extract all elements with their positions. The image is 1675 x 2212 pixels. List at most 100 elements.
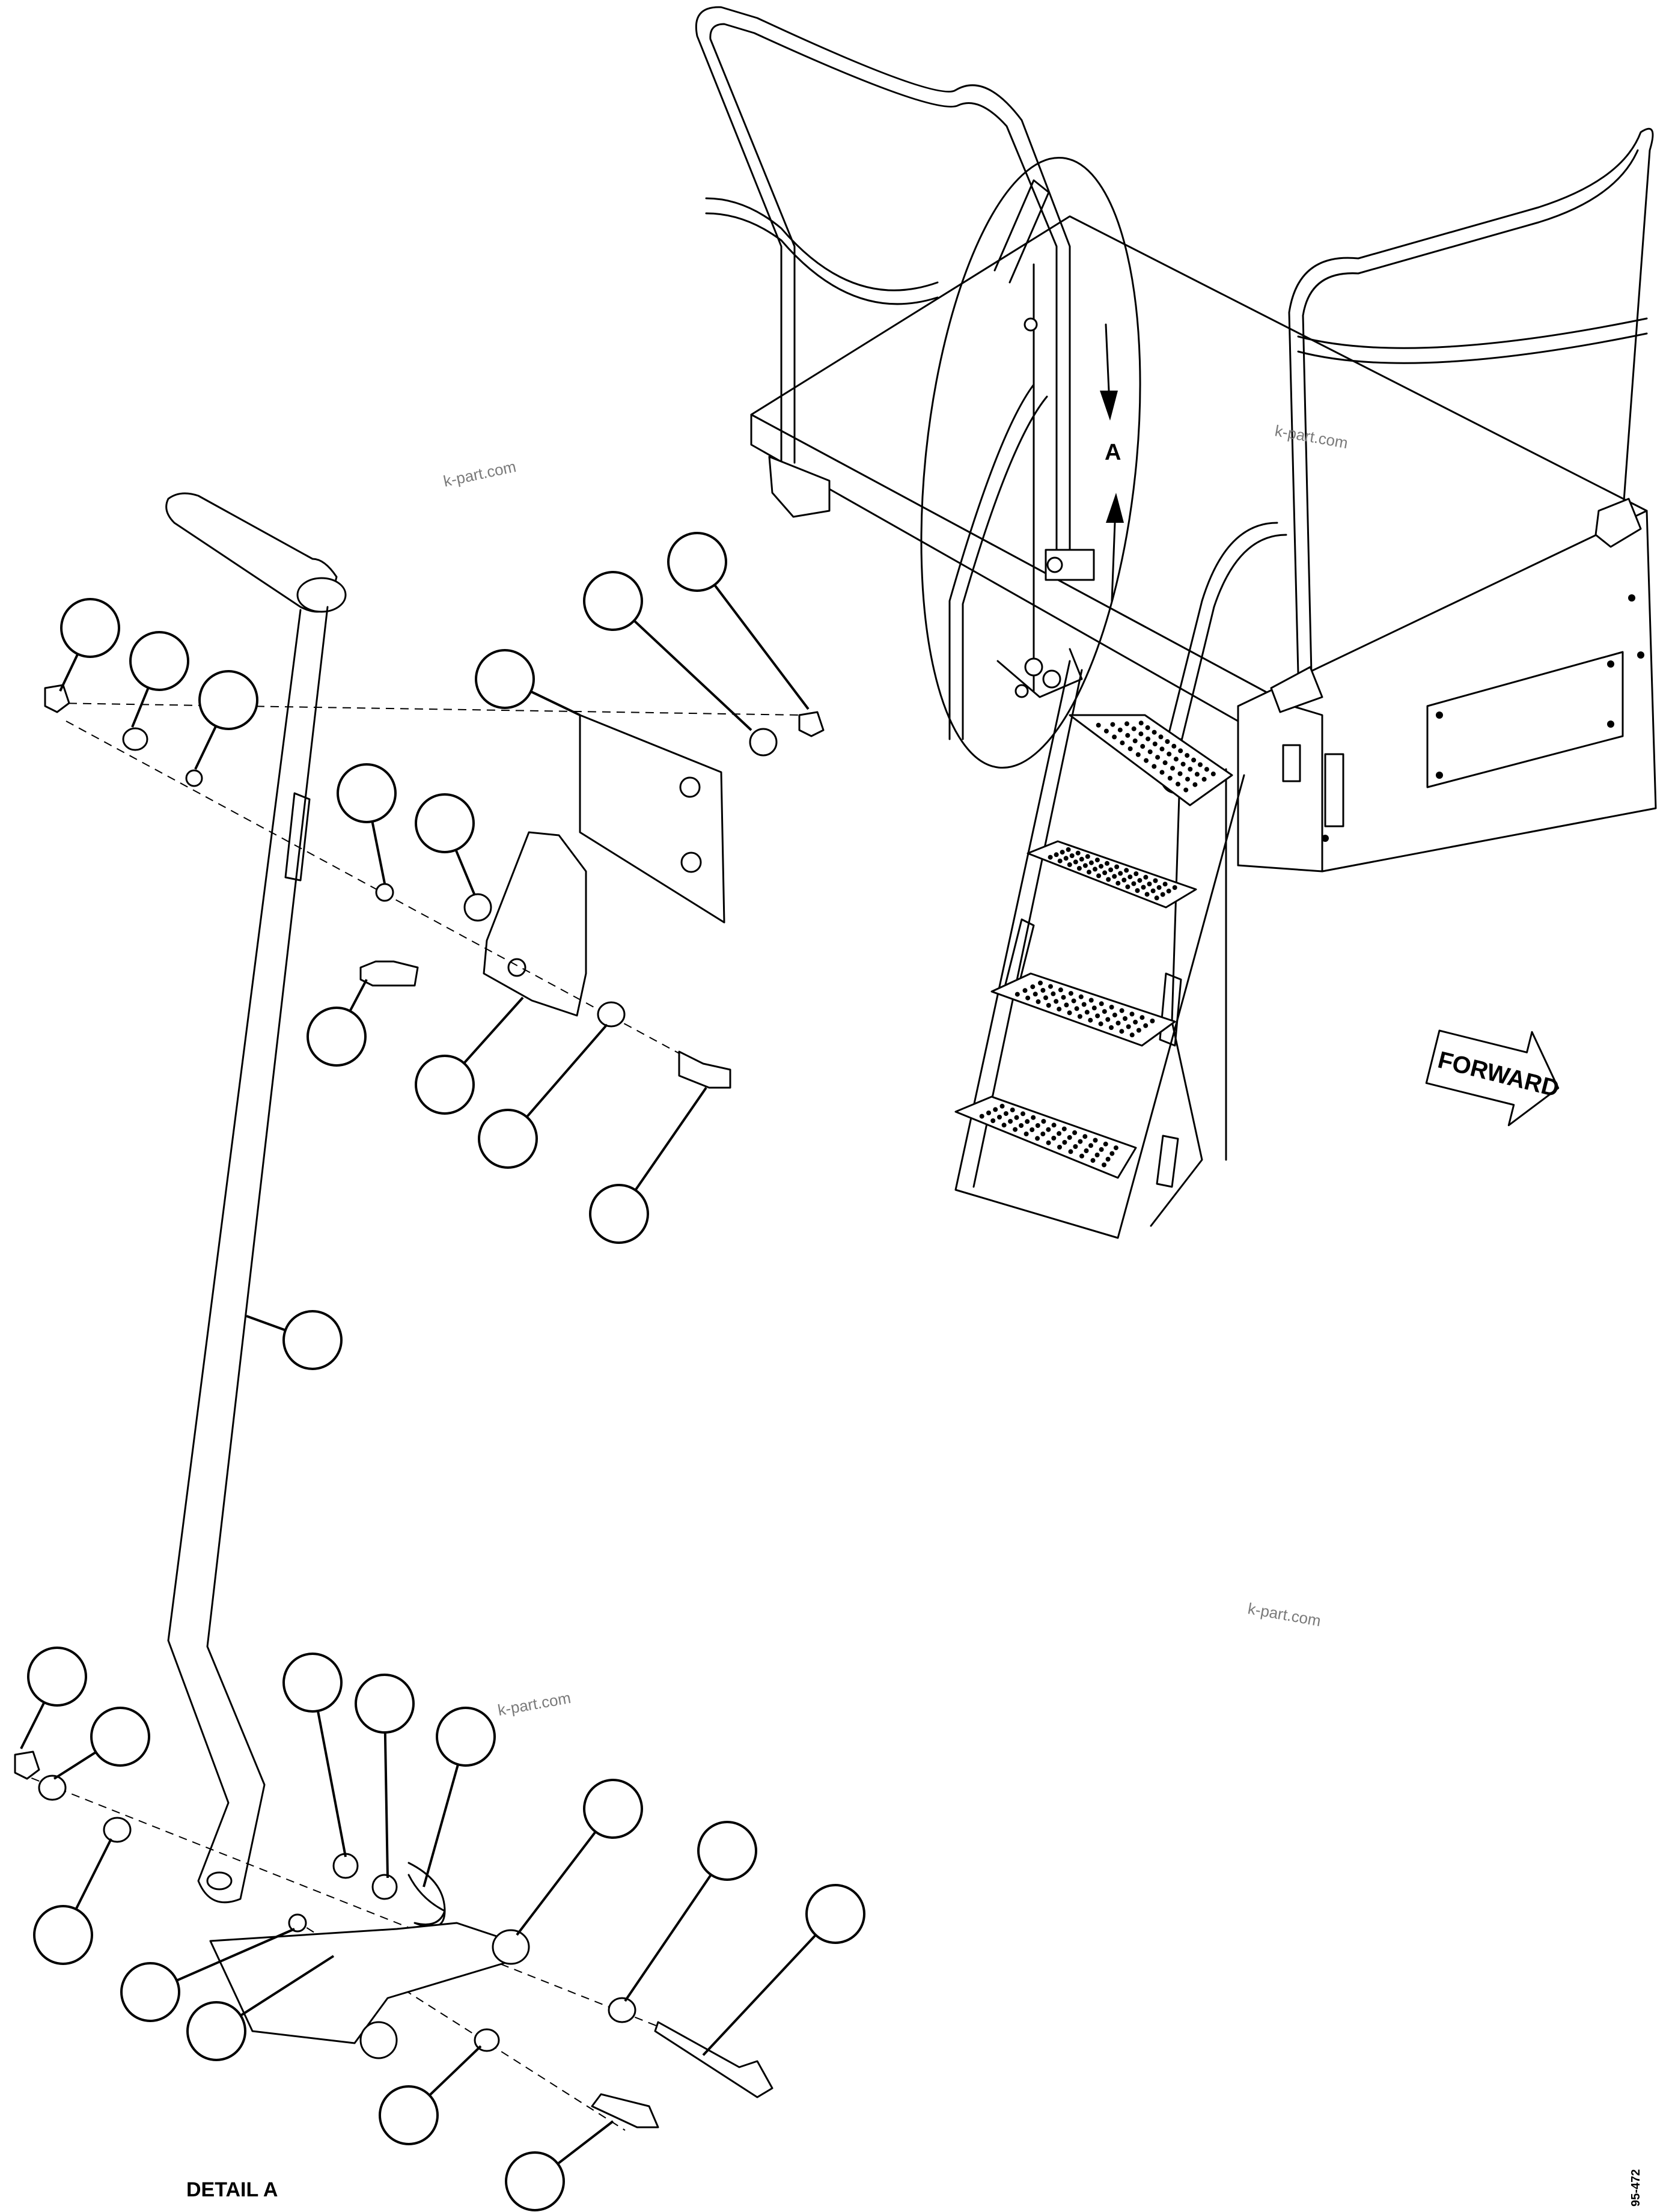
callout-circle bbox=[186, 2001, 246, 2061]
perforation-dot bbox=[1165, 739, 1170, 744]
perforation-dot bbox=[1063, 856, 1069, 861]
forward-arrow-icon: FORWARD bbox=[1425, 1029, 1561, 1127]
perforation-dot bbox=[1041, 1119, 1046, 1124]
callout-circle bbox=[198, 670, 258, 730]
perforation-dot bbox=[1030, 984, 1036, 990]
perforation-dot bbox=[1144, 758, 1149, 763]
perforation-dot bbox=[1105, 1157, 1111, 1162]
spring bbox=[407, 1862, 446, 1928]
perforation-dot bbox=[990, 1118, 996, 1123]
perforation-dot bbox=[1152, 742, 1158, 746]
lever-arm bbox=[165, 492, 347, 1904]
perforation-dot bbox=[1072, 1130, 1078, 1135]
perforation-dot bbox=[1114, 864, 1120, 870]
perforation-dot bbox=[1138, 721, 1144, 726]
perforation-dot bbox=[1117, 727, 1123, 733]
perforation-dot bbox=[1051, 1136, 1057, 1141]
perforation-dot bbox=[1112, 734, 1117, 740]
perforation-dot bbox=[1131, 726, 1136, 731]
callout-circle bbox=[415, 1055, 475, 1115]
perforation-dot bbox=[1172, 885, 1177, 890]
perforation-dot bbox=[1198, 762, 1203, 767]
step-tread-2 bbox=[1027, 840, 1197, 909]
perforation-dot bbox=[1133, 871, 1139, 876]
perforation-dot bbox=[1126, 1024, 1131, 1029]
perforation-dot bbox=[1071, 998, 1076, 1004]
perforation-dot bbox=[1173, 757, 1179, 762]
perforation-dot bbox=[1030, 1127, 1035, 1132]
perforation-dot bbox=[1075, 850, 1081, 856]
left-handrail bbox=[695, 6, 1071, 554]
platform-assembly bbox=[695, 6, 1657, 873]
perforation-dot bbox=[1109, 1025, 1114, 1030]
perforation-dot bbox=[1105, 861, 1109, 866]
perforation-dot bbox=[1167, 751, 1172, 757]
perforation-dot bbox=[1057, 1007, 1062, 1012]
perforation-dot bbox=[1166, 888, 1171, 894]
callout-circle bbox=[282, 1310, 343, 1370]
perforation-dot bbox=[1087, 870, 1091, 875]
perforation-dot bbox=[1131, 881, 1136, 886]
perforation-dot bbox=[1129, 1032, 1135, 1038]
perforation-dot bbox=[1147, 882, 1152, 886]
perforation-dot bbox=[1102, 1009, 1107, 1014]
step-ladder bbox=[954, 660, 1245, 1239]
perforation-dot bbox=[1138, 731, 1144, 737]
perforation-dot bbox=[1185, 753, 1190, 758]
perforation-dot bbox=[1054, 852, 1059, 858]
perforation-dot bbox=[1123, 1016, 1127, 1021]
perforation-dot bbox=[1115, 1020, 1121, 1026]
perforation-dot bbox=[1095, 1013, 1100, 1019]
detail-title: DETAIL A bbox=[186, 2178, 278, 2201]
perforation-dot bbox=[1088, 998, 1094, 1003]
perforation-dot bbox=[1062, 1140, 1067, 1145]
perforation-dot bbox=[1051, 991, 1056, 996]
watermark: k-part.com bbox=[1246, 1599, 1322, 1630]
perforation-dot bbox=[1129, 1011, 1135, 1017]
perforation-dot bbox=[1109, 1151, 1115, 1156]
perforation-dot bbox=[1064, 1002, 1069, 1008]
perforation-dot bbox=[1121, 877, 1127, 883]
detail-arrow-label: A bbox=[1105, 440, 1121, 465]
perforation-dot bbox=[1113, 1145, 1118, 1151]
callout-circle bbox=[33, 1905, 93, 1965]
perforation-dot bbox=[1162, 760, 1168, 766]
perforation-dot bbox=[1066, 847, 1071, 852]
perforation-dot bbox=[1001, 1123, 1007, 1128]
perforation-dot bbox=[1088, 860, 1094, 865]
perforation-dot bbox=[1144, 892, 1150, 897]
perforation-dot bbox=[1076, 866, 1082, 871]
perforation-dot bbox=[1051, 1123, 1057, 1128]
perforation-dot bbox=[986, 1111, 991, 1115]
perforation-dot bbox=[1031, 1115, 1036, 1120]
perforation-dot bbox=[1109, 1005, 1114, 1010]
watermark: k-part.com bbox=[442, 457, 517, 490]
perforation-dot bbox=[999, 1103, 1005, 1109]
perforation-dot bbox=[1180, 761, 1186, 767]
perforation-dot bbox=[1102, 1162, 1106, 1168]
perforation-dot bbox=[1084, 1010, 1090, 1015]
upper-hardware bbox=[44, 684, 825, 1089]
callout-circle bbox=[355, 1674, 415, 1734]
perforation-dot bbox=[1078, 1139, 1083, 1144]
perforation-dot bbox=[1048, 855, 1053, 860]
perforation-dot bbox=[1110, 722, 1115, 727]
perforation-dot bbox=[1088, 1017, 1093, 1023]
perforation-dot bbox=[993, 1107, 998, 1112]
perforation-dot bbox=[1106, 877, 1111, 882]
perforation-dot bbox=[1133, 1019, 1138, 1025]
drawing-number: 95-472 bbox=[1629, 2169, 1643, 2207]
perforation-dot bbox=[1132, 738, 1138, 743]
perforation-dot bbox=[1194, 772, 1200, 777]
perforation-dot bbox=[1176, 781, 1180, 787]
perforation-dot bbox=[1088, 1143, 1093, 1148]
perforation-dot bbox=[1048, 984, 1053, 989]
perforation-dot bbox=[1112, 1013, 1117, 1018]
perforation-dot bbox=[979, 1114, 984, 1119]
perforation-dot bbox=[1085, 854, 1090, 859]
callout-circle bbox=[436, 1707, 496, 1767]
callout-circle bbox=[307, 1007, 367, 1067]
perforation-dot bbox=[1108, 867, 1114, 873]
perforation-dot bbox=[1067, 1135, 1072, 1140]
